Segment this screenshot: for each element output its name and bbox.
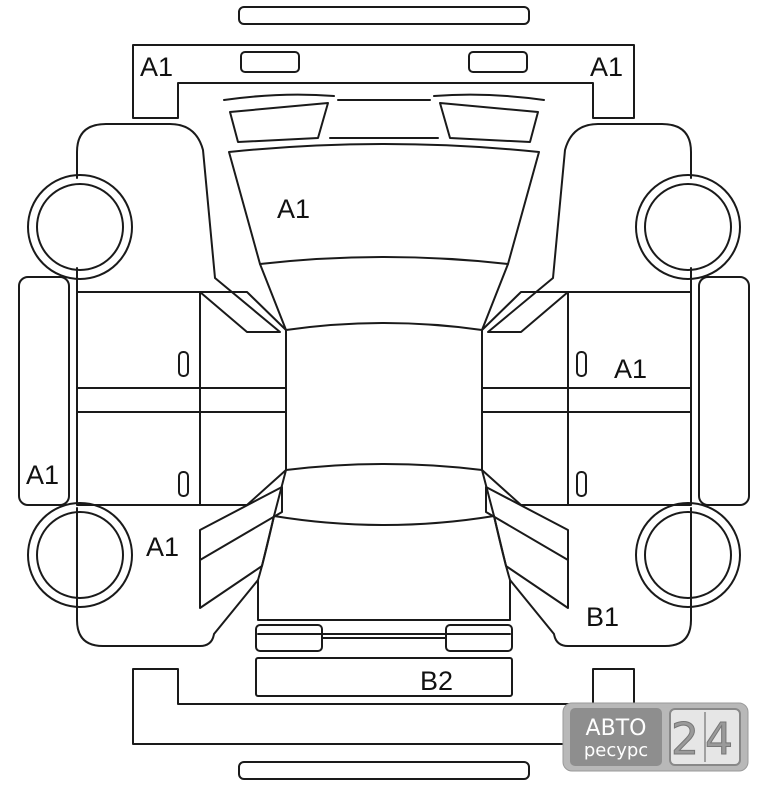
rear-left-wheel	[27, 502, 133, 608]
right-side-doors	[481, 276, 750, 506]
trunk	[255, 469, 513, 697]
mark-front-right: A1	[590, 52, 623, 82]
rear-right-wheel	[635, 502, 741, 608]
mark-hood: A1	[277, 194, 310, 224]
front-bumper	[132, 6, 635, 119]
rear-bumper	[132, 668, 635, 780]
watermark-line1: АВТО	[586, 716, 647, 741]
mark-left-side: A1	[26, 460, 59, 490]
watermark-digits: 24	[671, 714, 739, 765]
mark-right-side: A1	[614, 354, 647, 384]
front-right-wheel	[635, 174, 741, 280]
mark-front-left: A1	[140, 52, 173, 82]
watermark-line2: ресурс	[584, 740, 648, 761]
left-front-fender	[76, 123, 281, 333]
mark-rear-bumper: B2	[420, 666, 453, 696]
left-side-doors	[18, 276, 287, 506]
mark-right-rear-fender: B1	[586, 602, 619, 632]
watermark-logo: АВТО ресурс 24	[562, 702, 749, 772]
right-front-fender	[487, 123, 692, 333]
mark-left-rear-fender: A1	[146, 532, 179, 562]
roof	[285, 322, 483, 471]
hood	[223, 93, 545, 331]
front-left-wheel	[27, 174, 133, 280]
